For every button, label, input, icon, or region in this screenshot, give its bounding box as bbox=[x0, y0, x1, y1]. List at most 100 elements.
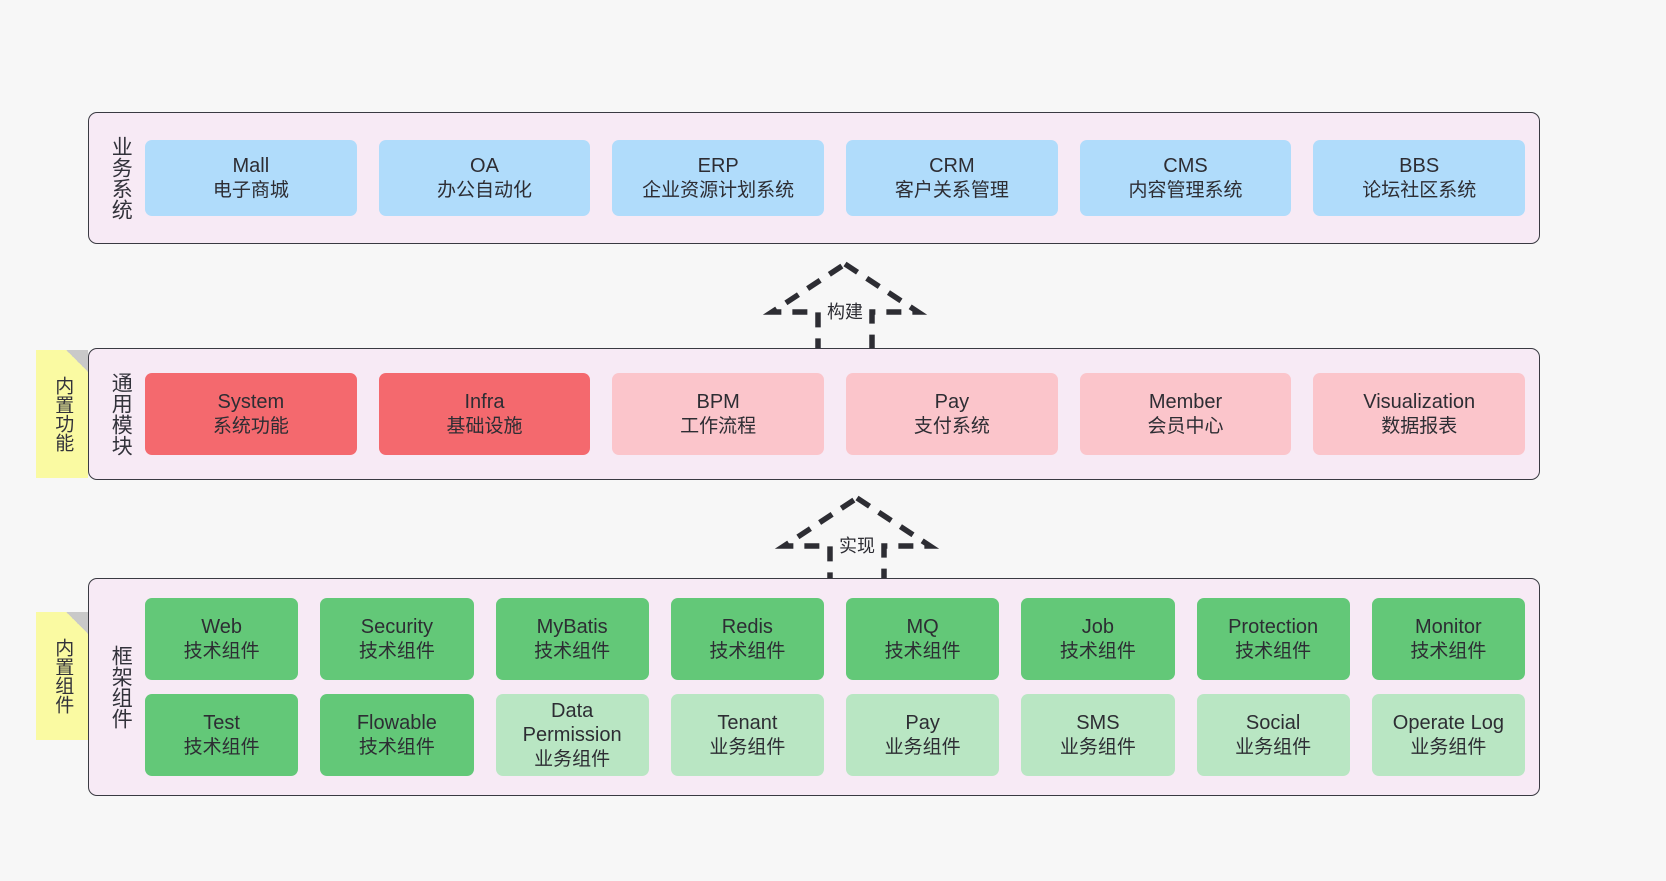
generalization-arrow-icon bbox=[762, 260, 928, 359]
sticky-label: 内置组件 bbox=[52, 638, 74, 714]
common-card-member[interactable]: Member 会员中心 bbox=[1079, 373, 1292, 455]
framework-card-protection[interactable]: Protection 技术组件 bbox=[1196, 598, 1350, 680]
common-card-visualization[interactable]: Visualization 数据报表 bbox=[1313, 373, 1526, 455]
card-subtitle: 系统功能 bbox=[212, 415, 289, 437]
card-subtitle: 业务组件 bbox=[884, 736, 961, 758]
card-subtitle: 业务组件 bbox=[1059, 736, 1136, 758]
layer-common-modules: 通用模块 System 系统功能 Infra 基础设施 BPM 工作流程 Pay… bbox=[88, 348, 1540, 480]
card-subtitle: 基础设施 bbox=[446, 415, 523, 437]
sticky-note-builtin-features: 内置功能 bbox=[36, 350, 88, 478]
card-subtitle: 业务组件 bbox=[1235, 736, 1312, 758]
card-title: CMS bbox=[1163, 155, 1208, 178]
card-title: Data Permission bbox=[522, 700, 622, 747]
card-subtitle: 论坛社区系统 bbox=[1362, 179, 1477, 201]
framework-card-tenant[interactable]: Tenant 业务组件 bbox=[670, 694, 824, 776]
card-subtitle: 工作流程 bbox=[680, 415, 757, 437]
generalization-arrow-icon bbox=[774, 494, 940, 593]
card-title: Job bbox=[1081, 616, 1114, 639]
framework-card-sms[interactable]: SMS 业务组件 bbox=[1021, 694, 1175, 776]
card-subtitle: 支付系统 bbox=[913, 415, 990, 437]
card-title: SMS bbox=[1076, 712, 1120, 735]
connector-build-arrow: 构建 bbox=[750, 258, 940, 360]
card-subtitle: 企业资源计划系统 bbox=[642, 179, 795, 201]
card-subtitle: 办公自动化 bbox=[437, 179, 533, 201]
framework-card-data-permission[interactable]: Data Permission 业务组件 bbox=[495, 694, 649, 776]
card-subtitle: 业务组件 bbox=[534, 748, 611, 770]
card-title: MyBatis bbox=[536, 616, 608, 639]
card-subtitle: 技术组件 bbox=[884, 640, 961, 662]
business-card-oa[interactable]: OA 办公自动化 bbox=[378, 140, 591, 216]
business-card-cms[interactable]: CMS 内容管理系统 bbox=[1079, 140, 1292, 216]
framework-tech-row: Web 技术组件 Security 技术组件 MyBatis 技术组件 Redi… bbox=[145, 598, 1525, 680]
card-subtitle: 技术组件 bbox=[1235, 640, 1312, 662]
card-title: MQ bbox=[906, 616, 939, 639]
card-title: Flowable bbox=[356, 712, 437, 735]
card-subtitle: 客户关系管理 bbox=[894, 179, 1009, 201]
framework-card-security[interactable]: Security 技术组件 bbox=[320, 598, 474, 680]
layer-common-title: 通用模块 bbox=[109, 372, 133, 456]
framework-card-web[interactable]: Web 技术组件 bbox=[145, 598, 299, 680]
card-title: Protection bbox=[1228, 616, 1319, 639]
card-subtitle: 内容管理系统 bbox=[1128, 179, 1243, 201]
common-card-bpm[interactable]: BPM 工作流程 bbox=[612, 373, 825, 455]
sticky-fold-corner-icon bbox=[66, 350, 88, 372]
common-card-infra[interactable]: Infra 基础设施 bbox=[378, 373, 591, 455]
business-card-row: Mall 电子商城 OA 办公自动化 ERP 企业资源计划系统 CRM 客户关系… bbox=[145, 140, 1526, 216]
card-subtitle: 技术组件 bbox=[709, 640, 786, 662]
framework-card-test[interactable]: Test 技术组件 bbox=[145, 694, 299, 776]
card-subtitle: 技术组件 bbox=[358, 736, 435, 758]
card-subtitle: 业务组件 bbox=[1410, 736, 1487, 758]
card-title: Visualization bbox=[1363, 391, 1476, 414]
card-subtitle: 技术组件 bbox=[183, 736, 260, 758]
business-card-crm[interactable]: CRM 客户关系管理 bbox=[846, 140, 1058, 216]
common-card-system[interactable]: System 系统功能 bbox=[145, 373, 357, 455]
layer-framework-components: 框架组件 Web 技术组件 Security 技术组件 MyBatis 技术组件… bbox=[88, 578, 1540, 796]
connector-realize-label: 实现 bbox=[839, 536, 875, 556]
common-card-pay[interactable]: Pay 支付系统 bbox=[846, 373, 1058, 455]
card-title: CRM bbox=[929, 155, 975, 178]
card-title: Pay bbox=[934, 391, 970, 414]
common-card-row: System 系统功能 Infra 基础设施 BPM 工作流程 Pay 支付系统… bbox=[145, 373, 1526, 455]
business-card-erp[interactable]: ERP 企业资源计划系统 bbox=[612, 140, 825, 216]
sticky-note-builtin-components: 内置组件 bbox=[36, 612, 88, 740]
business-card-bbs[interactable]: BBS 论坛社区系统 bbox=[1313, 140, 1526, 216]
card-subtitle: 技术组件 bbox=[534, 640, 611, 662]
framework-card-mybatis[interactable]: MyBatis 技术组件 bbox=[495, 598, 649, 680]
card-title: Security bbox=[360, 616, 433, 639]
layer-common-body: System 系统功能 Infra 基础设施 BPM 工作流程 Pay 支付系统… bbox=[139, 349, 1539, 479]
business-card-mall[interactable]: Mall 电子商城 bbox=[145, 140, 357, 216]
card-subtitle: 数据报表 bbox=[1381, 415, 1458, 437]
framework-card-operate-log[interactable]: Operate Log 业务组件 bbox=[1371, 694, 1525, 776]
framework-card-monitor[interactable]: Monitor 技术组件 bbox=[1371, 598, 1525, 680]
layer-framework-body: Web 技术组件 Security 技术组件 MyBatis 技术组件 Redi… bbox=[139, 579, 1539, 795]
card-title: OA bbox=[470, 155, 499, 178]
layer-framework-title: 框架组件 bbox=[109, 645, 133, 729]
layer-business-systems: 业务系统 Mall 电子商城 OA 办公自动化 ERP 企业资源计划系统 CRM… bbox=[88, 112, 1540, 244]
layer-business-body: Mall 电子商城 OA 办公自动化 ERP 企业资源计划系统 CRM 客户关系… bbox=[139, 113, 1539, 243]
card-title: Mall bbox=[232, 155, 270, 178]
framework-card-mq[interactable]: MQ 技术组件 bbox=[846, 598, 1000, 680]
framework-biz-row: Test 技术组件 Flowable 技术组件 Data Permission … bbox=[145, 694, 1525, 776]
card-title: Monitor bbox=[1415, 616, 1482, 639]
card-subtitle: 业务组件 bbox=[709, 736, 786, 758]
framework-card-redis[interactable]: Redis 技术组件 bbox=[670, 598, 824, 680]
card-title: Test bbox=[203, 712, 240, 735]
framework-card-job[interactable]: Job 技术组件 bbox=[1021, 598, 1175, 680]
card-title: Social bbox=[1245, 712, 1301, 735]
card-title: Tenant bbox=[717, 712, 778, 735]
card-subtitle: 技术组件 bbox=[358, 640, 435, 662]
card-title: Operate Log bbox=[1392, 712, 1504, 735]
framework-card-social[interactable]: Social 业务组件 bbox=[1196, 694, 1350, 776]
card-subtitle: 电子商城 bbox=[212, 179, 289, 201]
card-title: ERP bbox=[697, 155, 739, 178]
card-title: Web bbox=[201, 616, 242, 639]
card-title: Pay bbox=[905, 712, 940, 735]
card-subtitle: 技术组件 bbox=[1059, 640, 1136, 662]
card-title: Member bbox=[1148, 391, 1223, 414]
card-title: BPM bbox=[696, 391, 740, 414]
connector-realize-arrow: 实现 bbox=[762, 492, 952, 594]
framework-card-pay[interactable]: Pay 业务组件 bbox=[846, 694, 1000, 776]
framework-card-flowable[interactable]: Flowable 技术组件 bbox=[320, 694, 474, 776]
card-title: BBS bbox=[1399, 155, 1440, 178]
card-title: Infra bbox=[464, 391, 505, 414]
